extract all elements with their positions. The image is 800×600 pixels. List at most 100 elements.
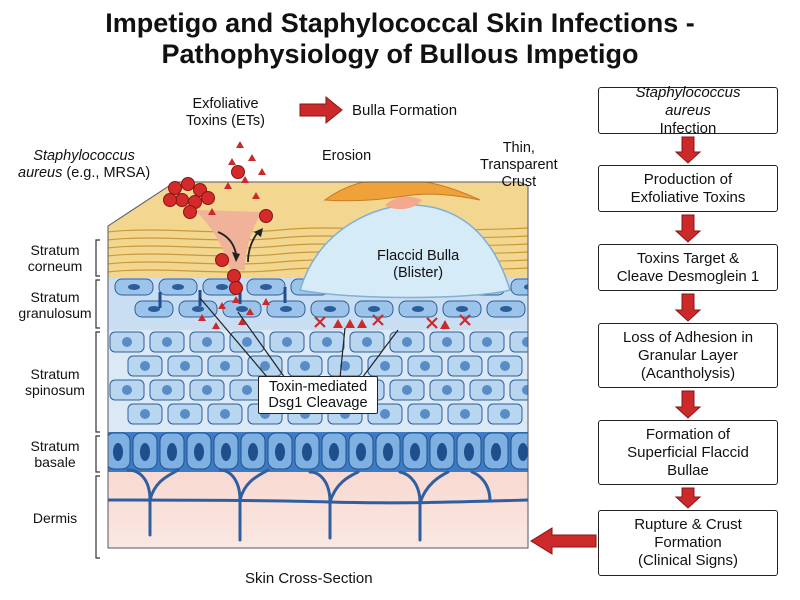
cell-nucleus <box>420 409 430 419</box>
toxin-triangle <box>357 319 367 328</box>
staph-bacterium <box>181 177 195 191</box>
dermal-vessel <box>126 468 152 502</box>
title-line-1: Impetigo and Staphylococcal Skin Infecti… <box>105 8 695 38</box>
dermal-vessel <box>470 470 492 503</box>
cell-nucleus <box>362 337 372 347</box>
cell-nucleus <box>340 361 350 371</box>
bulla-label: Flaccid Bulla (Blister) <box>377 248 460 281</box>
cell-nucleus <box>140 409 150 419</box>
skin-block <box>108 182 556 548</box>
cell-nucleus <box>216 284 228 290</box>
cell-nucleus <box>167 443 177 461</box>
dermal-vessel <box>328 470 360 504</box>
cell-nucleus <box>220 361 230 371</box>
bracket-corneum <box>95 239 100 277</box>
dermal-vessel <box>308 470 332 504</box>
cell-nucleus <box>522 337 528 347</box>
dermal-vessel <box>398 470 422 505</box>
entry-arrow-up-head <box>254 228 263 237</box>
cell-nucleus <box>442 337 452 347</box>
cell-nucleus <box>275 443 285 461</box>
callout-line-2 <box>237 311 286 379</box>
cell-nucleus <box>482 337 492 347</box>
cell-nucleus <box>194 443 204 461</box>
cell-nucleus <box>122 385 132 395</box>
erosion-label: Erosion <box>322 148 372 164</box>
exfoliative-toxin <box>238 318 246 325</box>
cell-nucleus <box>540 409 550 419</box>
cell-nucleus <box>380 409 390 419</box>
cell-nucleus <box>540 361 550 371</box>
cell-nucleus <box>402 337 412 347</box>
exfoliative-toxin <box>232 296 240 303</box>
dermal-vessels <box>108 468 528 542</box>
flow-arrow <box>674 214 702 243</box>
granular-cell <box>510 278 528 296</box>
staph-bacterium <box>183 205 197 219</box>
dermal-vessel <box>218 468 242 502</box>
bacteria-cluster <box>163 165 273 295</box>
crust-shape <box>323 182 481 202</box>
callout-line-4 <box>361 329 399 379</box>
cell-nucleus <box>442 385 452 395</box>
callout-line-3 <box>339 327 346 379</box>
cleaved-desmosome-mark <box>426 317 438 329</box>
entry-arrow-down-head <box>232 252 240 262</box>
layer-label-dermis: Dermis <box>32 510 78 526</box>
flow-arrow <box>674 293 702 322</box>
bacteria-label: Staphylococcus aureus (e.g., MRSA) <box>18 148 151 181</box>
exfoliative-toxin <box>246 308 254 315</box>
cell-nucleus <box>500 361 510 371</box>
bracket-dermis <box>95 475 100 559</box>
exfoliative-toxin <box>241 176 249 183</box>
cell-nucleus <box>491 443 501 461</box>
exfoliative-toxin <box>218 302 226 309</box>
toxin-triangle <box>345 319 355 328</box>
flow-arrow <box>674 390 702 419</box>
cell-nucleus <box>460 361 470 371</box>
cell-nucleus <box>180 409 190 419</box>
clinical-signs-arrow <box>530 527 597 555</box>
cell-nucleus <box>460 409 470 419</box>
cell-nucleus <box>383 443 393 461</box>
cell-nucleus <box>437 443 447 461</box>
cell-nucleus <box>482 385 492 395</box>
cell-nucleus <box>282 337 292 347</box>
cell-nucleus <box>412 306 424 312</box>
desmosome <box>158 292 162 308</box>
bracket-granulosum <box>95 279 100 329</box>
cell-nucleus <box>172 284 184 290</box>
dermal-vessel <box>418 470 450 505</box>
cell-nucleus <box>324 306 336 312</box>
bracket-spinosum <box>95 331 100 433</box>
cleaved-desmosome-mark <box>372 314 384 326</box>
bracket-basale <box>95 435 100 473</box>
cell-nucleus <box>248 443 258 461</box>
cell-nucleus <box>162 385 172 395</box>
staph-bacterium <box>215 253 229 267</box>
flow-arrow <box>674 487 702 509</box>
flow-step-dsg1-cleavage: Toxins Target & Cleave Desmoglein 1 <box>598 244 778 291</box>
cell-nucleus <box>322 337 332 347</box>
dermal-vessel <box>148 468 180 502</box>
staph-bacterium <box>175 193 189 207</box>
exfoliative-toxin <box>228 158 236 165</box>
cell-nucleus <box>192 306 204 312</box>
exfoliative-toxin <box>262 298 270 305</box>
flow-step-rupture-crust: Rupture & Crust Formation (Clinical Sign… <box>598 510 778 576</box>
cell-nucleus <box>148 306 160 312</box>
cell-nucleus <box>544 306 556 312</box>
cell-nucleus <box>242 385 252 395</box>
skin-caption: Skin Cross-Section <box>245 570 373 587</box>
flow-arrows <box>674 136 702 509</box>
staph-bacterium <box>227 269 241 283</box>
cell-nucleus <box>329 443 339 461</box>
cell-nucleus <box>162 337 172 347</box>
exfoliative-toxin <box>208 208 216 215</box>
entry-arrow-up <box>247 231 259 263</box>
staph-bacterium <box>168 181 182 195</box>
toxin-triangle <box>440 320 450 329</box>
cell-nucleus <box>500 306 512 312</box>
